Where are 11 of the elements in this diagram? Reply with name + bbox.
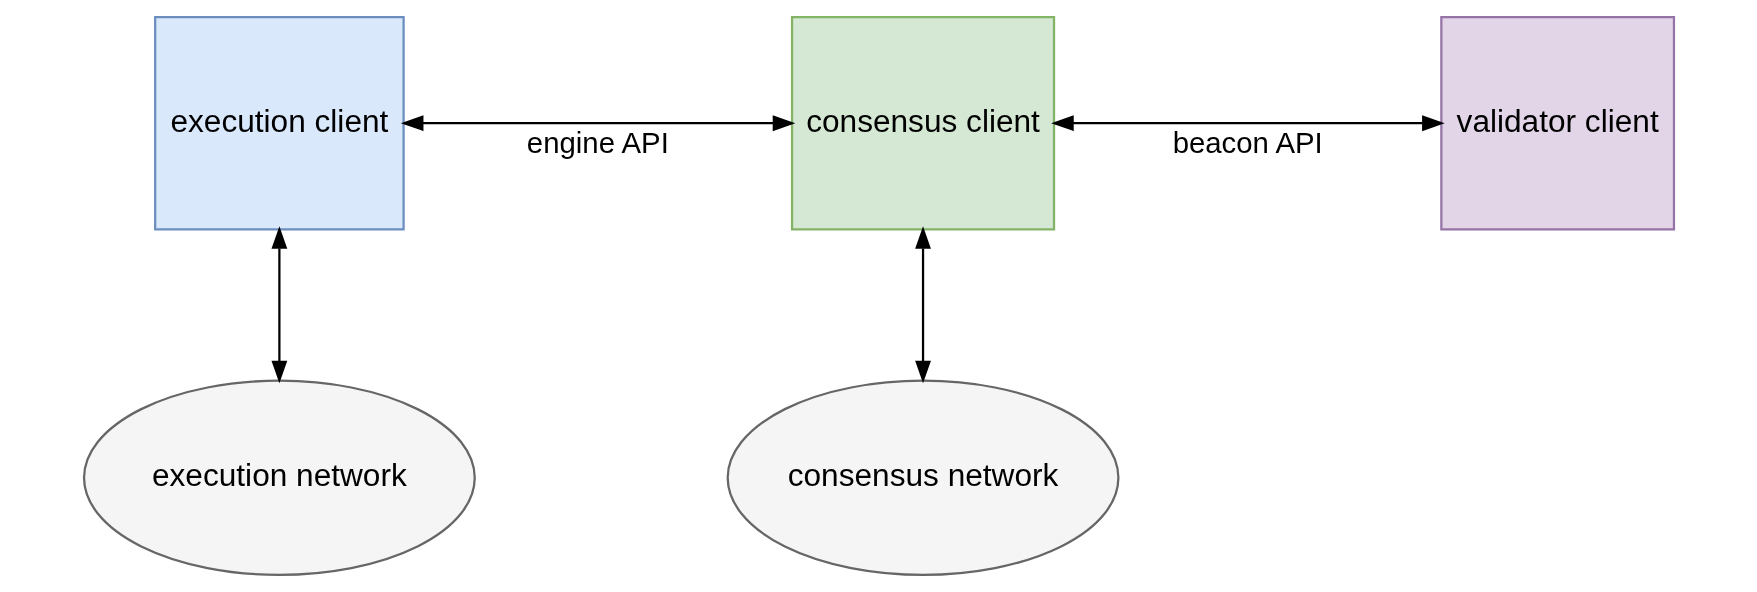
node-ellipse: consensus network: [726, 379, 1120, 577]
arrow: [270, 226, 287, 384]
edge-label: engine API: [526, 126, 669, 160]
node-box: validator client: [1439, 15, 1675, 231]
arrow: [914, 226, 931, 384]
node-box: execution client: [153, 15, 405, 231]
arrow: [400, 115, 795, 132]
edge-label: beacon API: [1172, 126, 1323, 160]
node-ellipse: execution network: [82, 379, 476, 577]
arrow: [1050, 115, 1445, 132]
node-box: consensus client: [790, 15, 1055, 231]
